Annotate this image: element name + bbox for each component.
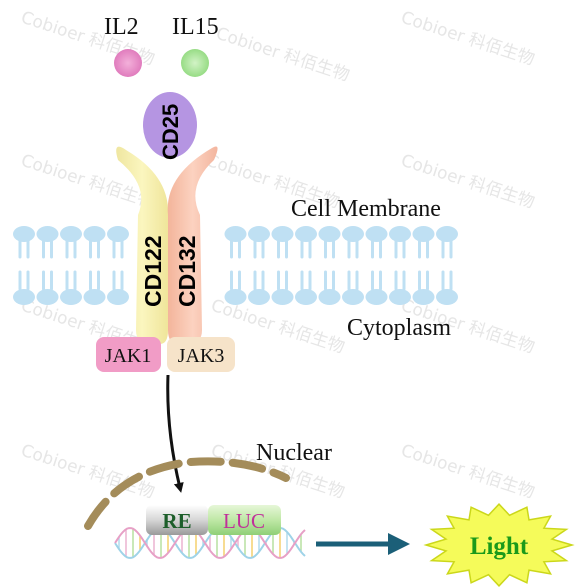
lipid-head [365, 226, 388, 242]
signal-arrow [166, 374, 184, 493]
lipid-head [389, 226, 411, 242]
lipid-head [13, 289, 35, 305]
lipid-head [318, 226, 341, 242]
lipid-head [60, 226, 82, 242]
lipid-head [436, 226, 458, 242]
light-label: Light [470, 533, 529, 560]
lipid-tail [277, 270, 288, 291]
light-burst: Light [423, 503, 575, 587]
lipid-head [13, 226, 35, 242]
lipid-head [83, 226, 106, 242]
cd132-label: CD132 [174, 235, 200, 307]
watermark-text: Cobioer 科佰生物 [398, 8, 536, 70]
lipid-tail [300, 270, 312, 291]
dna-helix [114, 527, 306, 559]
lipid-tail [441, 270, 453, 291]
lipid-head [389, 289, 411, 305]
lipid-tail [277, 239, 288, 259]
lipid-head [224, 226, 247, 242]
lipid-tail [324, 239, 335, 259]
lipid-tail [253, 270, 265, 291]
jak1-label: JAK1 [105, 345, 152, 367]
lipid-tail [324, 270, 335, 291]
lipid-head [342, 226, 364, 242]
il15-ligand [181, 49, 209, 77]
lipid-head [107, 226, 129, 242]
lipid-tail [347, 239, 359, 259]
lipid-tail [441, 239, 453, 259]
nuclear-envelope [84, 457, 290, 530]
lipid-head [318, 289, 341, 305]
reporter-construct: RE LUC [146, 505, 281, 535]
lipid-tail [230, 270, 241, 291]
cd132-chain [167, 146, 218, 344]
il2-label: IL2 [104, 14, 139, 40]
luc-label: LUC [223, 509, 265, 533]
jak-kinases: JAK1 JAK3 [96, 337, 235, 372]
jak3-label: JAK3 [178, 345, 225, 367]
lipid-tail [230, 239, 241, 259]
lipid-head [412, 289, 435, 305]
jak1-box [96, 337, 161, 372]
light-starburst [423, 503, 575, 587]
re-label: RE [162, 509, 191, 533]
lipid-head [36, 226, 59, 242]
lipid-tail [418, 270, 429, 291]
lipid-head [271, 226, 294, 242]
cd25-label: CD25 [158, 104, 183, 160]
lipid-tail [394, 270, 406, 291]
lipid-head [295, 289, 317, 305]
lipid-tail [89, 239, 100, 259]
lipid-head [224, 289, 247, 305]
watermark-text: Cobioer 科佰生物 [398, 441, 536, 503]
il2-ligand [114, 49, 142, 77]
cd25-subunit [143, 92, 197, 158]
lipid-tail [89, 270, 100, 291]
lipid-tail [112, 270, 124, 291]
lipid-tail [394, 239, 406, 259]
output-arrow [316, 533, 410, 555]
cell-membrane-bilayer [13, 226, 458, 305]
cd122-chain [116, 146, 169, 344]
lipid-head [83, 289, 106, 305]
cell-membrane-label: Cell Membrane [291, 196, 441, 222]
lipid-tail [65, 239, 77, 259]
re-element [146, 505, 208, 535]
nuclear-label: Nuclear [256, 440, 332, 466]
lipid-head [342, 289, 364, 305]
lipid-tail [18, 270, 30, 291]
lipid-head [60, 289, 82, 305]
lipid-head [365, 289, 388, 305]
lipid-head [295, 226, 317, 242]
lipid-head [412, 226, 435, 242]
lipid-tail [112, 239, 124, 259]
il15-label: IL15 [172, 14, 219, 40]
lipid-head [36, 289, 59, 305]
lipid-head [271, 289, 294, 305]
lipid-head [248, 226, 270, 242]
lipid-head [248, 289, 270, 305]
jak3-box [167, 337, 235, 372]
lipid-tail [253, 239, 265, 259]
lipid-tail [42, 239, 53, 259]
lipid-tail [18, 239, 30, 259]
lipid-tail [371, 239, 382, 259]
cd122-label: CD122 [140, 235, 166, 307]
lipid-tail [418, 239, 429, 259]
luc-gene [208, 505, 281, 535]
lipid-tail [65, 270, 77, 291]
watermark-text: Cobioer 科佰生物 [213, 24, 351, 86]
lipid-tail [42, 270, 53, 291]
lipid-head [436, 289, 458, 305]
lipid-head [107, 289, 129, 305]
lipid-tail [371, 270, 382, 291]
lipid-tail [347, 270, 359, 291]
cytoplasm-label: Cytoplasm [347, 315, 451, 341]
watermark-text: Cobioer 科佰生物 [18, 441, 156, 503]
receptor-complex: CD25 CD122 CD132 [116, 92, 218, 344]
dna-strand [114, 527, 306, 559]
lipid-tail [300, 239, 312, 259]
